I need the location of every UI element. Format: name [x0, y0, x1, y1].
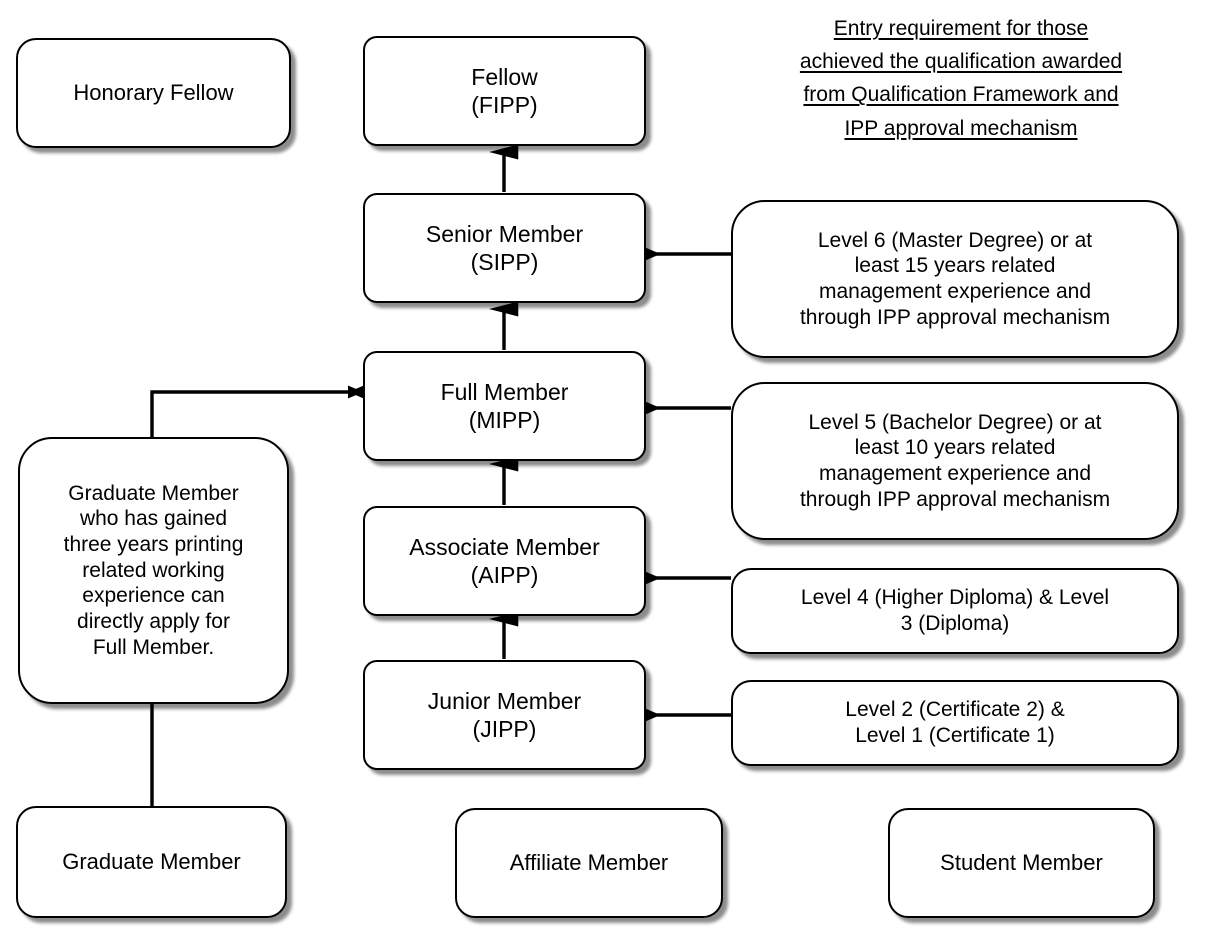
note-line-2: achieved the qualification awarded	[799, 50, 1123, 74]
node-affiliate-member-label: Affiliate Member	[509, 849, 669, 875]
node-level-6-requirement[interactable]: Level 6 (Master Degree) or at least 15 y…	[731, 200, 1179, 358]
node-full-member[interactable]: Full Member (MIPP)	[363, 351, 646, 461]
note-line-4: IPP approval mechanism	[844, 116, 1078, 140]
node-honorary-fellow[interactable]: Honorary Fellow	[16, 38, 291, 148]
node-student-member[interactable]: Student Member	[888, 808, 1155, 918]
node-senior-member[interactable]: Senior Member (SIPP)	[363, 193, 646, 303]
entry-requirement-note: Entry requirement for those achieved the…	[735, 12, 1187, 145]
node-graduate-member[interactable]: Graduate Member	[16, 806, 287, 918]
note-line-3: from Qualification Framework and	[803, 83, 1119, 107]
node-level-5-requirement[interactable]: Level 5 (Bachelor Degree) or at least 10…	[731, 382, 1179, 540]
node-graduate-member-note[interactable]: Graduate Member who has gained three yea…	[18, 437, 289, 704]
node-full-member-label: Full Member (MIPP)	[440, 378, 569, 433]
node-senior-member-label: Senior Member (SIPP)	[425, 220, 584, 275]
node-affiliate-member[interactable]: Affiliate Member	[455, 808, 723, 918]
node-level-2-label: Level 2 (Certificate 2) & Level 1 (Certi…	[845, 698, 1065, 747]
node-honorary-fellow-label: Honorary Fellow	[73, 79, 234, 105]
node-level-5-label: Level 5 (Bachelor Degree) or at least 10…	[799, 410, 1111, 511]
node-associate-member[interactable]: Associate Member (AIPP)	[363, 506, 646, 616]
node-fellow[interactable]: Fellow (FIPP)	[363, 36, 646, 146]
node-graduate-member-note-label: Graduate Member who has gained three yea…	[63, 481, 244, 659]
note-line-1: Entry requirement for those	[833, 17, 1089, 40]
node-fellow-label: Fellow (FIPP)	[471, 63, 538, 118]
node-junior-member[interactable]: Junior Member (JIPP)	[363, 660, 646, 770]
node-level-4-requirement[interactable]: Level 4 (Higher Diploma) & Level 3 (Dipl…	[731, 568, 1179, 654]
node-junior-member-label: Junior Member (JIPP)	[427, 687, 582, 742]
node-associate-member-label: Associate Member (AIPP)	[409, 533, 600, 588]
node-level-2-requirement[interactable]: Level 2 (Certificate 2) & Level 1 (Certi…	[731, 680, 1179, 766]
node-level-4-label: Level 4 (Higher Diploma) & Level 3 (Dipl…	[800, 586, 1110, 635]
node-graduate-member-label: Graduate Member	[62, 848, 241, 874]
edge-graduate-note-to-full	[150, 378, 382, 437]
node-student-member-label: Student Member	[940, 849, 1103, 875]
node-level-6-label: Level 6 (Master Degree) or at least 15 y…	[799, 228, 1111, 329]
